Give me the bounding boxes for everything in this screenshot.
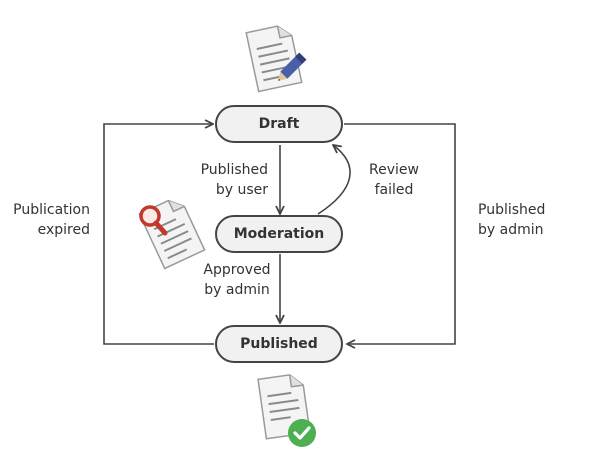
transition-label-approved-by-admin: Approved by admin — [203, 262, 271, 298]
state-published-label: Published — [240, 336, 318, 352]
state-draft: Draft — [215, 105, 343, 143]
document-checkmark-icon — [257, 374, 316, 447]
transition-label-published-by-admin: Published by admin — [478, 202, 546, 238]
transition-label-publication-expired: Publication expired — [13, 202, 90, 238]
arrow-published-to-draft — [103, 124, 214, 345]
arrow-draft-to-published — [344, 123, 456, 344]
arrow-moderation-to-draft — [317, 145, 351, 215]
state-published: Published — [215, 325, 343, 363]
state-moderation-label: Moderation — [233, 226, 325, 242]
transition-label-review-failed: Review failed — [369, 162, 419, 198]
document-magnifier-icon — [138, 199, 206, 270]
state-moderation: Moderation — [215, 215, 343, 253]
state-draft-label: Draft — [258, 116, 300, 132]
document-pencil-icon — [245, 25, 307, 93]
transition-label-published-by-user: Published by user — [200, 162, 268, 198]
